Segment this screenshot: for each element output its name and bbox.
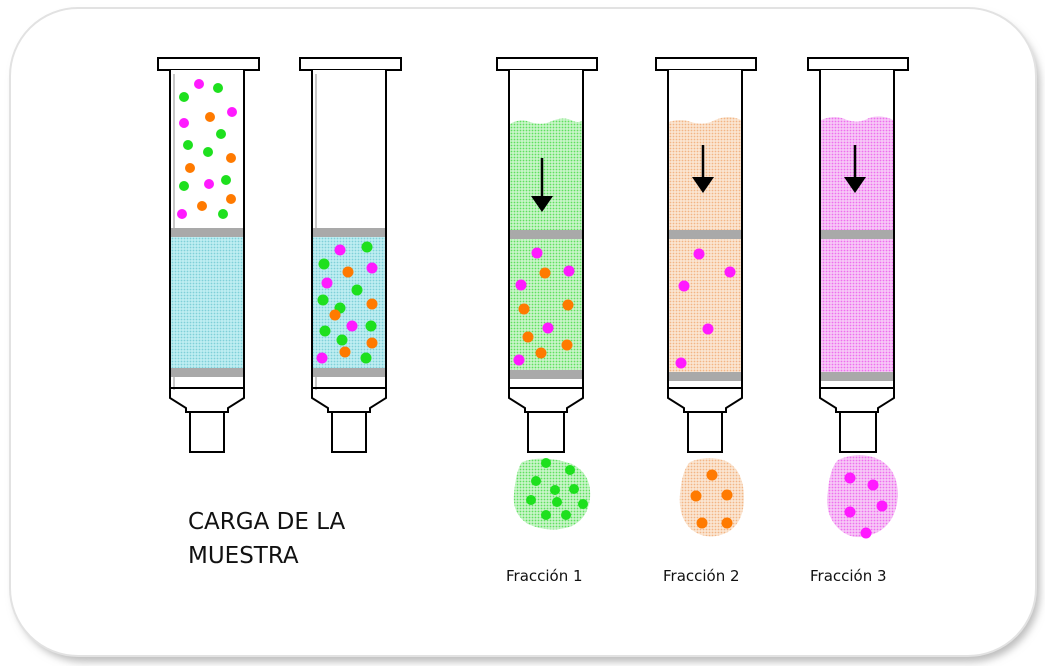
fraction-1-label: Fracción 1 — [506, 567, 583, 585]
column-2 — [299, 57, 402, 453]
column-3-outlet — [527, 411, 565, 453]
column-2-outlet — [331, 411, 367, 453]
column-4-dots — [675, 248, 736, 369]
fraction-3-drop — [827, 455, 898, 539]
fraction-3-label: Fracción 3 — [810, 567, 887, 585]
column-2-sample-dots — [316, 241, 378, 364]
column-5-packing — [821, 238, 893, 372]
column-3-arrow — [531, 158, 553, 212]
column-4-arrow — [692, 145, 714, 193]
column-1-sample-dots — [177, 79, 237, 219]
column-3-dots — [513, 247, 575, 366]
column-5 — [807, 57, 909, 539]
column-5-top-frit — [821, 230, 893, 239]
column-2-bottom-frit — [313, 368, 385, 377]
column-1 — [157, 57, 260, 453]
load-label-line2: MUESTRA — [188, 543, 299, 569]
fraction-2-drop — [679, 458, 744, 537]
column-3 — [496, 57, 598, 530]
column-1-top-frit — [171, 228, 243, 237]
column-3-eluent — [510, 118, 582, 231]
column-4-bottom-frit — [669, 372, 741, 381]
column-4-eluent — [669, 117, 741, 231]
column-4-top-frit — [669, 230, 741, 239]
column-1-bottom-frit — [171, 368, 243, 377]
column-5-bottom-frit — [821, 372, 893, 381]
fraction-2-label: Fracción 2 — [663, 567, 740, 585]
column-5-arrow — [844, 145, 866, 193]
column-2-top-frit — [313, 228, 385, 237]
column-1-packing — [171, 236, 243, 370]
column-4 — [655, 57, 757, 537]
column-4-outlet — [687, 411, 723, 453]
load-label-line1: CARGA DE LA — [188, 509, 346, 535]
column-4-packing — [669, 238, 741, 372]
column-5-eluent — [821, 116, 893, 231]
column-1-outlet — [189, 411, 225, 453]
column-3-top-frit — [510, 230, 582, 239]
fraction-1-drop — [513, 458, 591, 530]
column-3-bottom-frit — [510, 370, 582, 379]
column-5-outlet — [839, 411, 877, 453]
